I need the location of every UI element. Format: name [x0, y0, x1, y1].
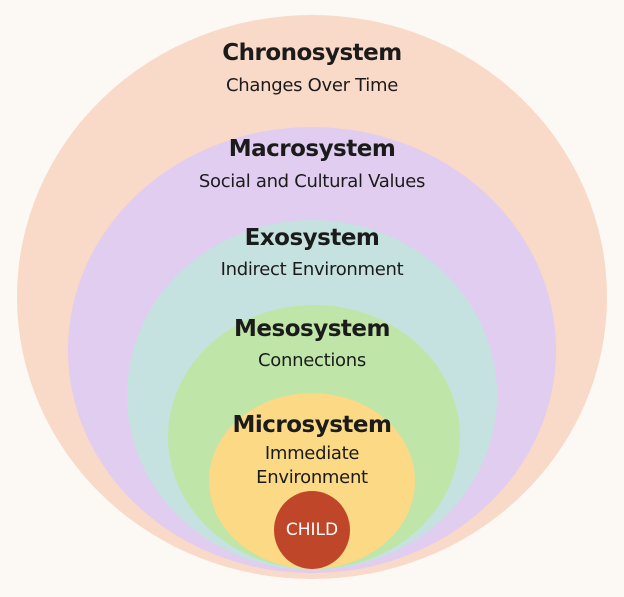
- macrosystem-subtitle: Social and Cultural Values: [198, 171, 426, 192]
- mesosystem-title: Mesosystem: [234, 316, 390, 342]
- chronosystem-subtitle: Changes Over Time: [226, 75, 398, 96]
- microsystem-circle: [209, 393, 415, 569]
- microsystem-subtitle-line1: Immediate: [264, 443, 360, 464]
- exosystem-title: Exosystem: [244, 225, 380, 251]
- microsystem-subtitle-line2: Environment: [256, 467, 368, 488]
- child-circle: [274, 491, 350, 569]
- child-label: CHILD: [285, 520, 339, 540]
- mesosystem-subtitle: Connections: [258, 350, 366, 371]
- macrosystem-title: Macrosystem: [228, 136, 396, 162]
- exosystem-subtitle: Indirect Environment: [220, 259, 404, 280]
- microsystem-title: Microsystem: [232, 412, 392, 438]
- chronosystem-title: Chronosystem: [222, 40, 402, 66]
